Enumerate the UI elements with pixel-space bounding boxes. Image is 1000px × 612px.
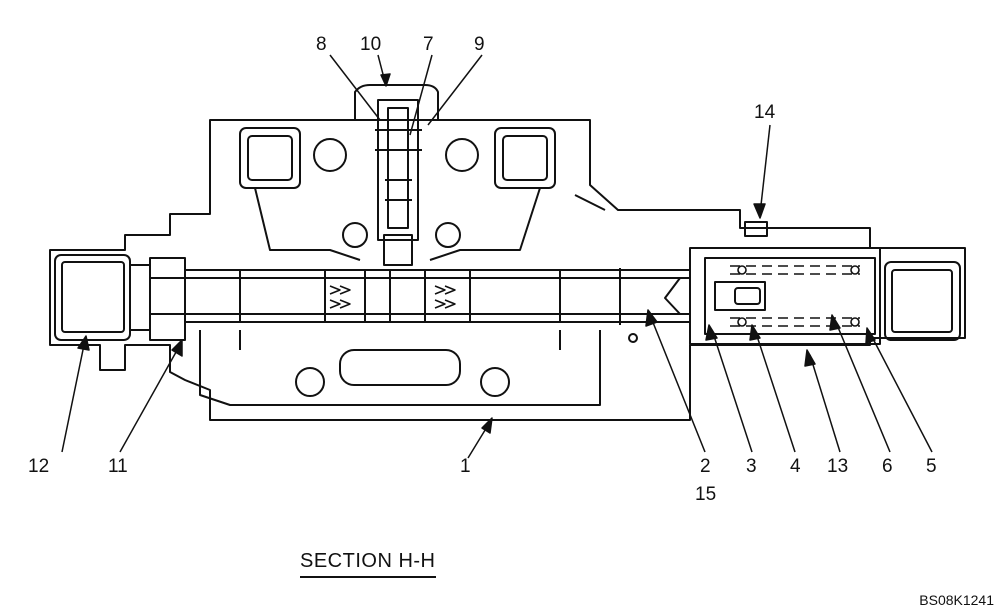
right-port-bore xyxy=(891,269,953,333)
right-upper-chamber xyxy=(494,127,556,189)
bolt-head xyxy=(744,221,768,237)
callout-7: 7 xyxy=(423,34,434,55)
drawing-code: BS08K1241 xyxy=(919,592,994,608)
callout-8: 8 xyxy=(316,34,327,55)
spool-notches xyxy=(329,285,456,309)
callout-14: 14 xyxy=(754,102,776,123)
callout-6: 6 xyxy=(882,456,893,477)
callout-15: 15 xyxy=(695,484,716,505)
spring-coils xyxy=(730,265,860,327)
left-port-bore xyxy=(61,261,125,333)
left-port-circle xyxy=(313,138,347,172)
section-caption: SECTION H-H xyxy=(300,550,436,578)
lower-passage xyxy=(199,330,601,406)
top-cap xyxy=(354,84,439,120)
lower-slot xyxy=(339,349,461,386)
caption-underline xyxy=(300,576,436,578)
callout-12: 12 xyxy=(28,456,49,477)
spring-stopper xyxy=(714,281,766,311)
spring-guide xyxy=(704,257,876,335)
callout-4: 4 xyxy=(790,456,801,477)
left-port-fitting xyxy=(54,254,131,341)
callout-13: 13 xyxy=(827,456,848,477)
right-port-fitting xyxy=(884,261,961,341)
top-valve-cartridge xyxy=(377,99,419,241)
callout-3: 3 xyxy=(746,456,757,477)
left-upper-chamber xyxy=(239,127,301,189)
callout-2: 2 xyxy=(700,456,711,477)
callout-9: 9 xyxy=(474,34,485,55)
callout-1: 1 xyxy=(460,456,471,477)
spring-cap xyxy=(689,247,881,345)
leader-lines xyxy=(61,54,933,459)
callout-5: 5 xyxy=(926,456,937,477)
spool xyxy=(149,277,691,315)
right-port-circle xyxy=(445,138,479,172)
callout-11: 11 xyxy=(108,456,128,477)
section-caption-text: SECTION H-H xyxy=(300,550,436,572)
valve-body-outline xyxy=(49,119,966,421)
callout-10: 10 xyxy=(360,34,381,55)
